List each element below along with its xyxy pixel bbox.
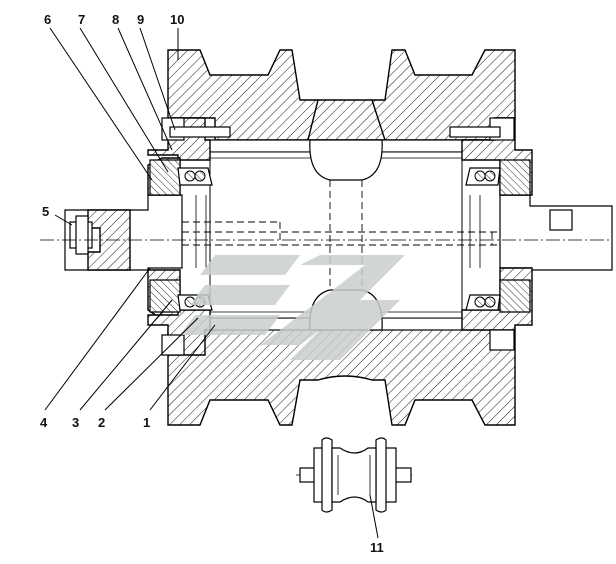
callout-7: 7 [78,12,85,27]
callout-11: 11 [370,540,384,555]
callout-9: 9 [137,12,144,27]
callout-6: 6 [44,12,51,27]
callout-10: 10 [170,12,184,27]
roller-body-bottom [167,327,516,426]
callout-labels: 6 7 8 9 10 5 4 3 2 1 11 [40,12,384,555]
callout-4: 4 [40,415,48,430]
right-bearing-housing [449,117,533,351]
left-bearing-housing [147,117,231,356]
roller-thumbnail [296,437,412,513]
right-taper-bearing [465,167,501,311]
callout-2: 2 [98,415,105,430]
callout-8: 8 [112,12,119,27]
leader-lines [44,27,379,539]
callout-3: 3 [72,415,79,430]
roller-body-top [167,49,516,141]
callout-5: 5 [42,204,49,219]
callout-1: 1 [143,415,150,430]
watermark-logo [180,255,405,360]
